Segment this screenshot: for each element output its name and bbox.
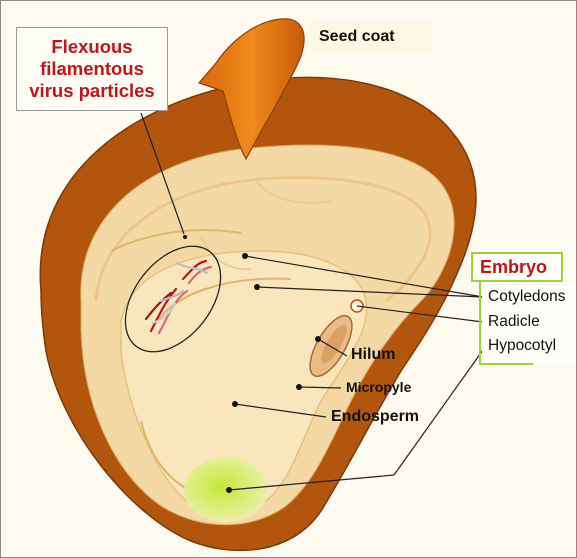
micropyle-label: Micropyle [346, 379, 411, 395]
radicle-label: Radicle [488, 310, 577, 335]
cotyledons-label: Cotyledons [488, 285, 577, 310]
seed-coat-label: Seed coat [319, 28, 395, 45]
embryo-parts-list: Cotyledons Radicle Hypocotyl [482, 282, 577, 363]
hypocotyl-label: Hypocotyl [488, 334, 577, 359]
endosperm-label: Endosperm [331, 408, 419, 426]
seed-coat-label-box: Seed coat [309, 21, 431, 53]
embryo-bracket [479, 282, 481, 365]
embryo-bracket-bottom [479, 363, 533, 365]
virus-callout-text: Flexuous filamentous virus particles [29, 36, 154, 102]
hilum-label: Hilum [351, 346, 395, 364]
virus-callout: Flexuous filamentous virus particles [16, 27, 168, 111]
embryo-heading: Embryo [471, 252, 563, 282]
